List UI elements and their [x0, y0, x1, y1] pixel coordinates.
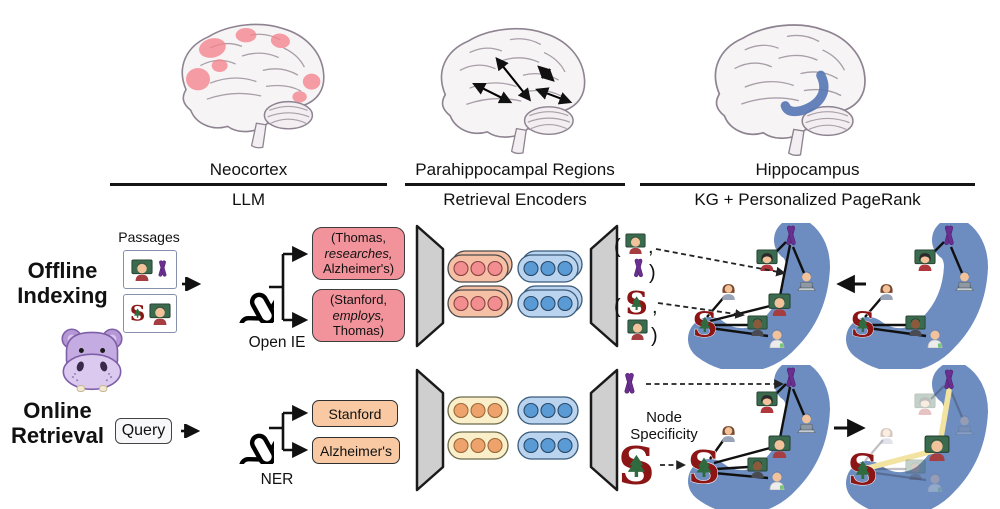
- passage-embeddings: [517, 250, 583, 318]
- hippocampus-brain-illustration: [694, 14, 880, 162]
- openai-logo-icon: [200, 390, 274, 464]
- node-woman-icon: [880, 428, 893, 444]
- online-encoder-panel: [415, 368, 619, 492]
- header-hippocampus: Hippocampus: [755, 160, 860, 179]
- svg-text:,: ,: [652, 296, 658, 318]
- man-teacher-icon: [149, 303, 171, 325]
- kg-blob-pagerank-result: S: [846, 365, 989, 509]
- encoder-funnel-right: [589, 368, 619, 492]
- query-ribbon-icon: [623, 372, 636, 395]
- openai-logo-icon: [200, 249, 274, 323]
- man-teacher-icon: [625, 233, 646, 254]
- header-neocortex: Neocortex: [209, 160, 288, 179]
- passages-label: Passages: [118, 229, 180, 245]
- stanford-logo-icon: S: [130, 302, 146, 326]
- svg-text:): ): [649, 262, 656, 284]
- passage-card-1: [123, 250, 177, 289]
- query-to-llm-arrow: [181, 424, 201, 438]
- neocortex-brain-illustration: [162, 8, 338, 160]
- node-stanford-icon-enlarged: S: [847, 445, 878, 495]
- online-retrieval-title: Online Retrieval: [11, 398, 104, 448]
- query-box: Query: [115, 418, 172, 444]
- entity-box-stanford: Stanford: [312, 400, 398, 427]
- node-stanford-icon: S: [850, 305, 876, 346]
- encoder-funnel-left: [415, 368, 445, 492]
- node-stanford-icon-enlarged: S: [687, 440, 721, 494]
- node-woman-icon: [880, 284, 893, 300]
- header-kg-ppr: KG + Personalized PageRank: [694, 190, 921, 209]
- header-divider-3: [640, 183, 975, 186]
- man-teacher-icon: [627, 319, 648, 340]
- svg-text:(: (: [614, 296, 621, 318]
- kg-node-embeddings: [517, 396, 579, 460]
- query-entity-embeddings: [447, 396, 509, 460]
- tuple-thomas-ribbon: ( , ): [614, 233, 656, 284]
- node-woman-icon: [722, 284, 735, 300]
- svg-text:): ): [651, 325, 658, 347]
- reminder-ribbon-icon: [633, 258, 644, 278]
- header-llm: LLM: [231, 190, 266, 209]
- kg-blob-seeded: S: [687, 365, 831, 509]
- node-specificity-line2: Specificity: [630, 426, 698, 443]
- open-ie-caption: Open IE: [248, 334, 306, 351]
- triple-box-1: (Thomas, researches, Alzheimer's): [312, 227, 405, 280]
- brain-icon: [442, 29, 585, 154]
- stanford-logo-icon: S: [625, 285, 648, 323]
- association-arrows: [472, 57, 573, 105]
- man-teacher-icon: [131, 259, 153, 281]
- passage-card-2: S: [123, 294, 177, 333]
- ner-caption: NER: [260, 471, 294, 488]
- node-stanford-icon: S: [692, 305, 718, 346]
- online-kg-panel: S: [617, 365, 989, 509]
- tuple2-insert-arrow: [657, 302, 745, 319]
- neocortex-active-patches: [186, 28, 321, 103]
- header-divider-2: [405, 183, 625, 186]
- kg-blob-updated: S: [688, 223, 831, 369]
- offline-kg-panel: S S: [614, 223, 989, 369]
- triple-embeddings: [447, 250, 513, 318]
- svg-text:,: ,: [648, 236, 654, 258]
- highlighted-path-edges: [865, 388, 952, 471]
- node-woman-teacher-icon: [914, 249, 936, 271]
- kg-blob-previous: S: [846, 223, 989, 369]
- node-woman-teacher-icon: [756, 391, 778, 413]
- query-stanford-icon: S: [617, 436, 655, 497]
- parahippocampal-brain-illustration: [421, 16, 599, 162]
- tuple1-insert-arrow: [655, 248, 786, 277]
- encoder-funnel-right: [589, 224, 619, 348]
- node-woman-teacher-icon: [914, 393, 936, 415]
- header-retrieval-encoders: Retrieval Encoders: [443, 190, 587, 209]
- header-divider-1: [110, 183, 387, 186]
- llm-to-entities-connector: [269, 404, 309, 459]
- hippo-face-icon: [58, 326, 126, 392]
- node-woman-icon: [722, 426, 735, 442]
- triple-box-2: (Stanford, employs, Thomas): [312, 289, 405, 342]
- encoder-funnel-left: [415, 224, 445, 348]
- header-parahippocampal: Parahippocampal Regions: [415, 160, 615, 179]
- llm-to-triples-connector: [269, 245, 309, 329]
- node-specificity-line1: Node: [646, 409, 682, 426]
- passages-to-llm-arrow: [182, 277, 202, 291]
- reminder-ribbon-icon: [155, 259, 170, 280]
- offline-indexing-title: Offline Indexing: [17, 258, 108, 308]
- svg-text:(: (: [614, 236, 621, 258]
- hippocampus-highlight: [780, 70, 829, 117]
- entity-box-alzheimers: Alzheimer's: [312, 437, 400, 464]
- offline-encoder-panel: [415, 224, 619, 348]
- tuple-stanford-thomas: ( S , ): [614, 285, 658, 347]
- brain-icon: [715, 25, 865, 155]
